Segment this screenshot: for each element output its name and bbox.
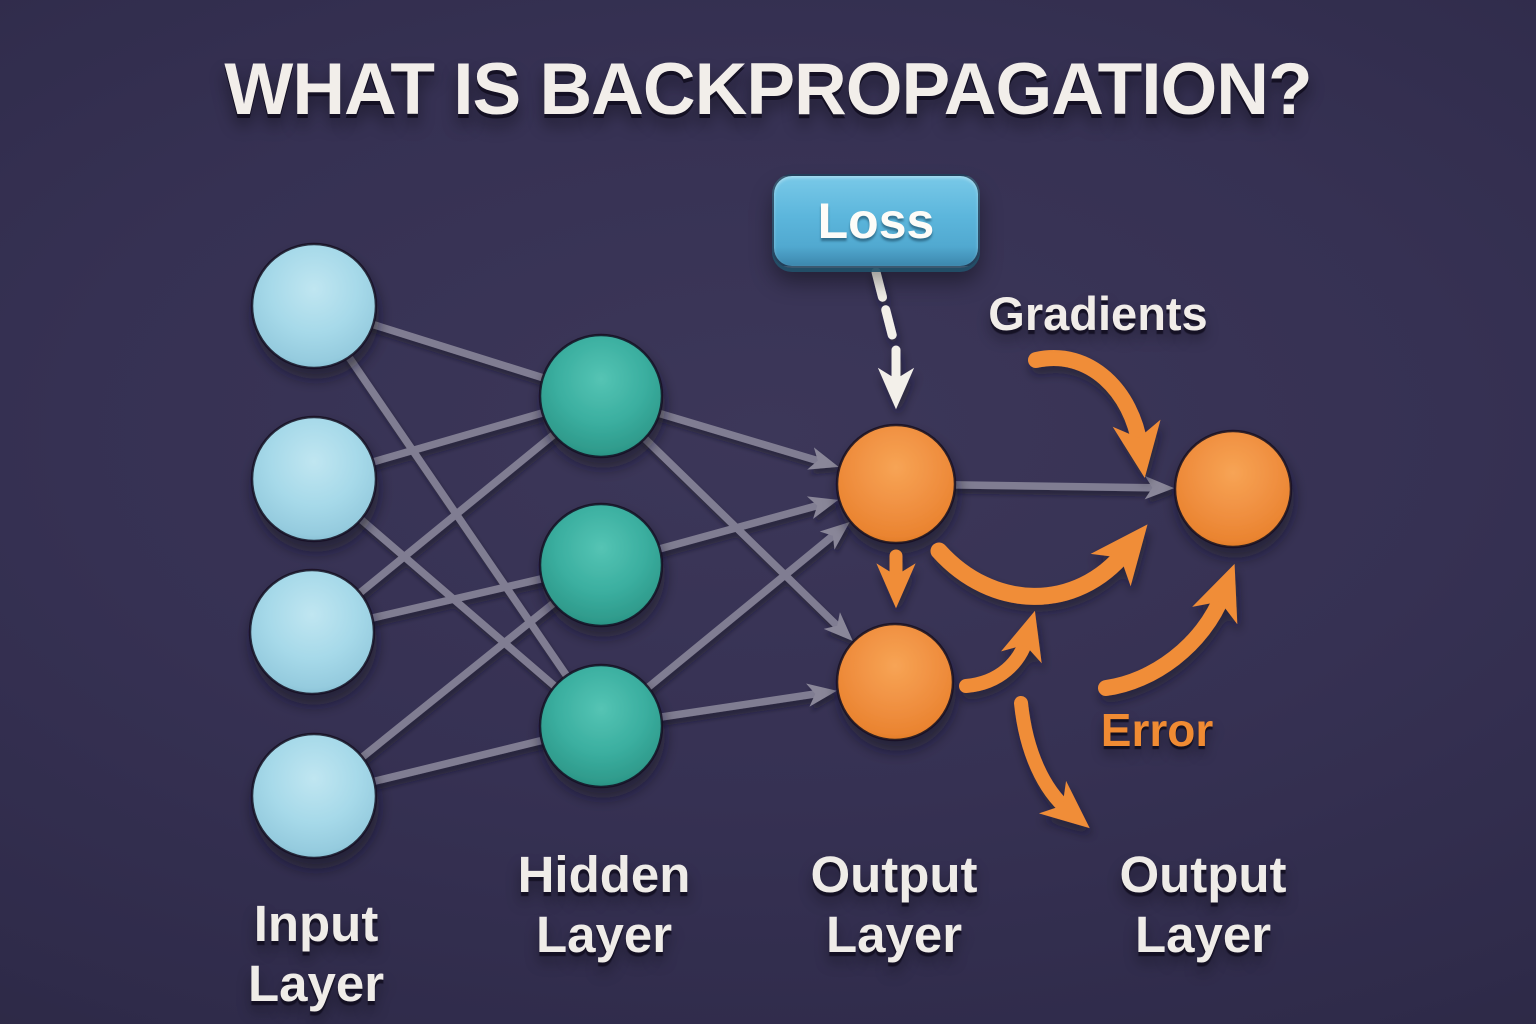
final-output-layer-label-line2: Layer — [1134, 905, 1272, 963]
output-layer-label: Output Layer — [810, 845, 977, 964]
output-node — [835, 622, 955, 742]
hidden-layer-label: Hidden Layer — [518, 845, 691, 964]
input-layer-label: Input Layer — [248, 894, 384, 1013]
input-node — [248, 568, 376, 696]
hidden-node — [538, 663, 664, 789]
page-title: WHAT IS BACKPROPAGATION? — [224, 49, 1312, 130]
final-output-layer-label-line1: Output — [1119, 846, 1287, 903]
input-layer-label-line2: Layer — [247, 954, 385, 1012]
input-node — [250, 242, 378, 370]
gradients-label: Gradients — [988, 287, 1208, 340]
input-node — [250, 732, 378, 860]
loss-dashed-line — [871, 267, 899, 347]
final-output-layer-label: Output Layer — [1119, 845, 1286, 964]
hidden-node — [538, 333, 664, 459]
output-layer-label-line1: Output — [810, 846, 978, 903]
error-up-small — [959, 610, 1042, 693]
input-node — [250, 415, 378, 543]
output-node — [835, 423, 957, 545]
error-to-final — [1098, 563, 1238, 696]
gradients-swoosh — [930, 524, 1148, 605]
network-nodes — [248, 242, 1293, 860]
connection-lines — [309, 302, 1175, 800]
loss-badge-label: Loss — [817, 193, 935, 249]
loss-badge: Loss — [772, 174, 980, 268]
error-down-right — [1014, 696, 1090, 829]
flow-arrows — [871, 267, 1238, 829]
error-label: Error — [1100, 704, 1214, 756]
gradients-into-final — [1028, 350, 1161, 478]
output-layer-label-line2: Layer — [825, 905, 963, 963]
input-layer-label-line1: Input — [253, 895, 379, 952]
final-output-node — [1173, 429, 1293, 549]
hidden-layer-label-line1: Hidden — [517, 846, 691, 903]
hidden-node — [538, 502, 664, 628]
hidden-layer-label-line2: Layer — [535, 905, 673, 963]
